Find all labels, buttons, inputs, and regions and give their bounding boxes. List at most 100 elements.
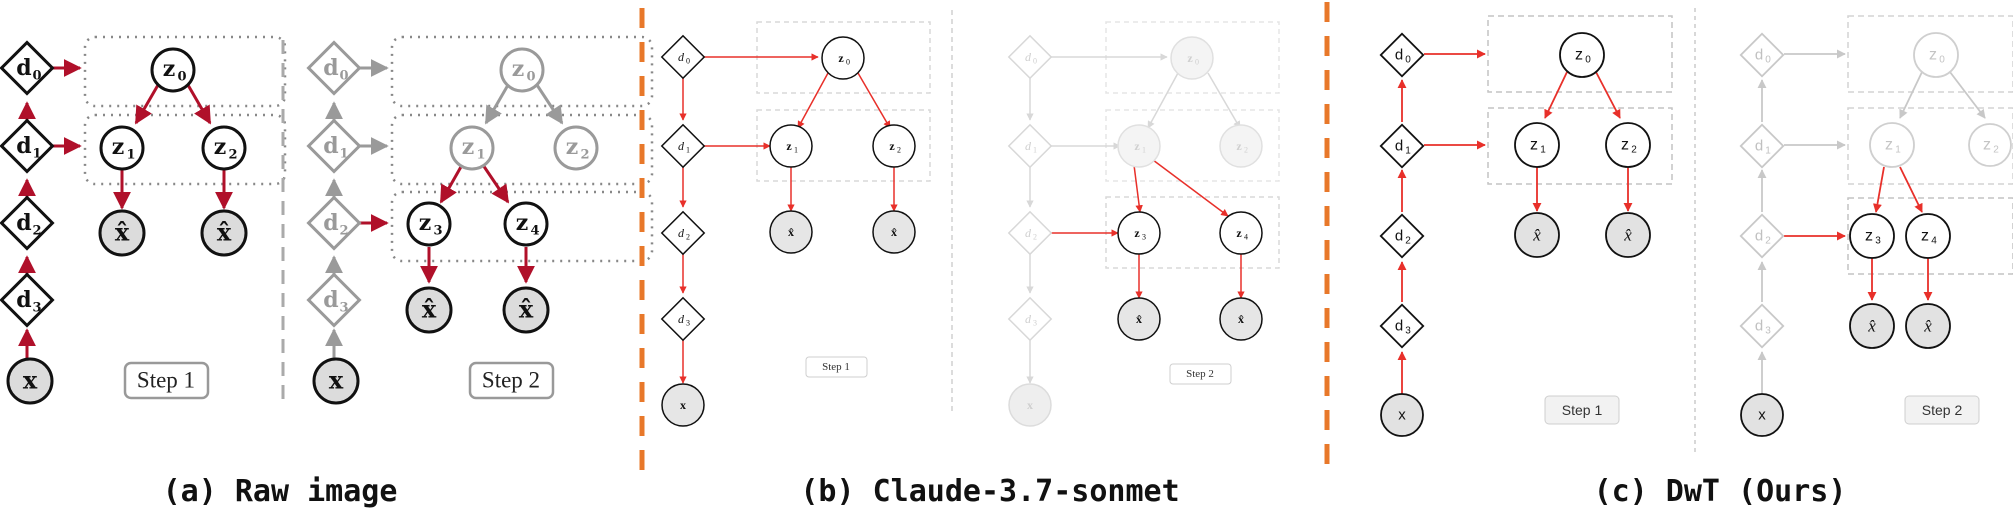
node-d3-sub: 3 (1033, 319, 1037, 328)
node-z2-label: z (566, 134, 579, 160)
node-d3-label: d (323, 287, 338, 313)
node-d1 (1379, 123, 1425, 169)
node-z3-label: z (1865, 228, 1873, 245)
node-xhat-label: x̂ (1923, 317, 1932, 336)
step1-label-box (123, 361, 210, 400)
node-d3-label: d (1755, 318, 1763, 335)
node-x (1008, 383, 1052, 427)
node-d2-sub: 2 (1405, 236, 1411, 247)
node-z2-label: z (1236, 139, 1242, 153)
node-z2 (201, 125, 247, 171)
node-d3-label: d (16, 287, 31, 313)
edge (1872, 166, 1885, 213)
node-z2 (1219, 124, 1263, 168)
node-xhat-label: x̂ (1532, 226, 1541, 245)
node-z4-sub: 4 (1931, 236, 1937, 247)
step2-label-box (468, 361, 555, 400)
node-d0-sub: 0 (686, 57, 690, 66)
node-z2 (553, 125, 599, 171)
node-z0-sub: 0 (177, 70, 186, 85)
node-d0-label: d (678, 50, 685, 64)
group-box (390, 35, 654, 108)
node-z3-sub: 3 (433, 224, 442, 239)
node-d1 (1739, 123, 1785, 169)
node-z3 (1849, 213, 1895, 259)
node-x-label: x (1398, 407, 1406, 424)
node-x (312, 357, 360, 405)
group-box (1847, 15, 2013, 93)
node-d0-sub: 0 (1405, 55, 1411, 66)
node-d0 (1739, 32, 1785, 78)
group-box (83, 113, 287, 186)
node-z0-sub: 0 (526, 70, 535, 85)
node-d1 (1007, 123, 1053, 169)
node-d0-label: d (1025, 50, 1032, 64)
node-xhat-label: x̂ (788, 225, 794, 239)
edge (1133, 164, 1143, 213)
node-z0-sub: 0 (846, 58, 850, 67)
node-d1 (0, 118, 55, 174)
edge (1595, 71, 1621, 119)
node-d2-label: d (678, 226, 685, 240)
step1-label-box (1544, 395, 1620, 425)
node-d2-label: d (323, 210, 338, 236)
node-z3 (1117, 211, 1161, 255)
node-d2 (1007, 210, 1053, 256)
node-x (1380, 393, 1424, 437)
node-x-label: x (680, 398, 686, 412)
node-d2-label: d (1755, 228, 1763, 245)
node-x-label: x (329, 366, 344, 395)
node-z1-label: z (1530, 137, 1538, 154)
node-d0 (1379, 32, 1425, 78)
edge (484, 84, 510, 125)
node-d2-label: d (1395, 228, 1403, 245)
node-z0-sub: 0 (1585, 55, 1591, 66)
node-z1 (1514, 122, 1560, 168)
edge (797, 72, 829, 129)
node-z1-sub: 1 (126, 148, 135, 163)
node-d0-sub: 0 (1765, 55, 1771, 66)
node-z3-label: z (419, 210, 432, 236)
node-x-label: x (23, 366, 38, 395)
node-z2 (1968, 123, 2012, 167)
edge (857, 72, 891, 129)
node-z1-sub: 1 (1540, 145, 1546, 156)
node-z4 (1905, 213, 1951, 259)
caption-c: (c) DwT (Ours) (1593, 474, 1847, 509)
node-d3-label: d (1395, 318, 1403, 335)
node-d0 (306, 40, 362, 96)
step2-label-box (1904, 395, 1980, 425)
node-z1-label: z (462, 134, 475, 160)
node-z1-sub: 1 (794, 146, 798, 155)
edge (1147, 72, 1179, 129)
node-z0-label: z (1929, 47, 1937, 64)
node-z4 (1219, 211, 1263, 255)
node-z4-sub: 4 (530, 224, 539, 239)
node-z0-label: z (1187, 51, 1193, 65)
node-x (661, 383, 705, 427)
node-z2-label: z (889, 139, 895, 153)
node-xhat (502, 286, 550, 334)
node-xhat-label: x̂ (891, 225, 897, 239)
node-d0-label: d (1395, 47, 1403, 64)
node-z1-sub: 1 (1895, 145, 1901, 156)
node-z1-label: z (1885, 137, 1893, 154)
node-z0-label: z (1575, 47, 1583, 64)
node-z1 (1869, 122, 1915, 168)
node-d3-label: d (678, 312, 685, 326)
node-xhat (1219, 297, 1263, 341)
node-d3-sub: 3 (32, 301, 41, 316)
node-z0-label: z (838, 51, 844, 65)
step1-label: Step 1 (1562, 402, 1603, 418)
node-d3 (660, 296, 706, 342)
group-box (1487, 107, 1673, 185)
edge (134, 84, 160, 125)
step2-label: Step 2 (1186, 368, 1214, 380)
node-z1-label: z (112, 134, 125, 160)
node-d0-label: d (323, 55, 338, 81)
edge (439, 164, 464, 204)
node-x-label: x (1758, 407, 1766, 424)
node-x-label: x (1027, 398, 1033, 412)
node-z0 (1170, 36, 1214, 80)
node-d2-sub: 2 (1033, 233, 1037, 242)
